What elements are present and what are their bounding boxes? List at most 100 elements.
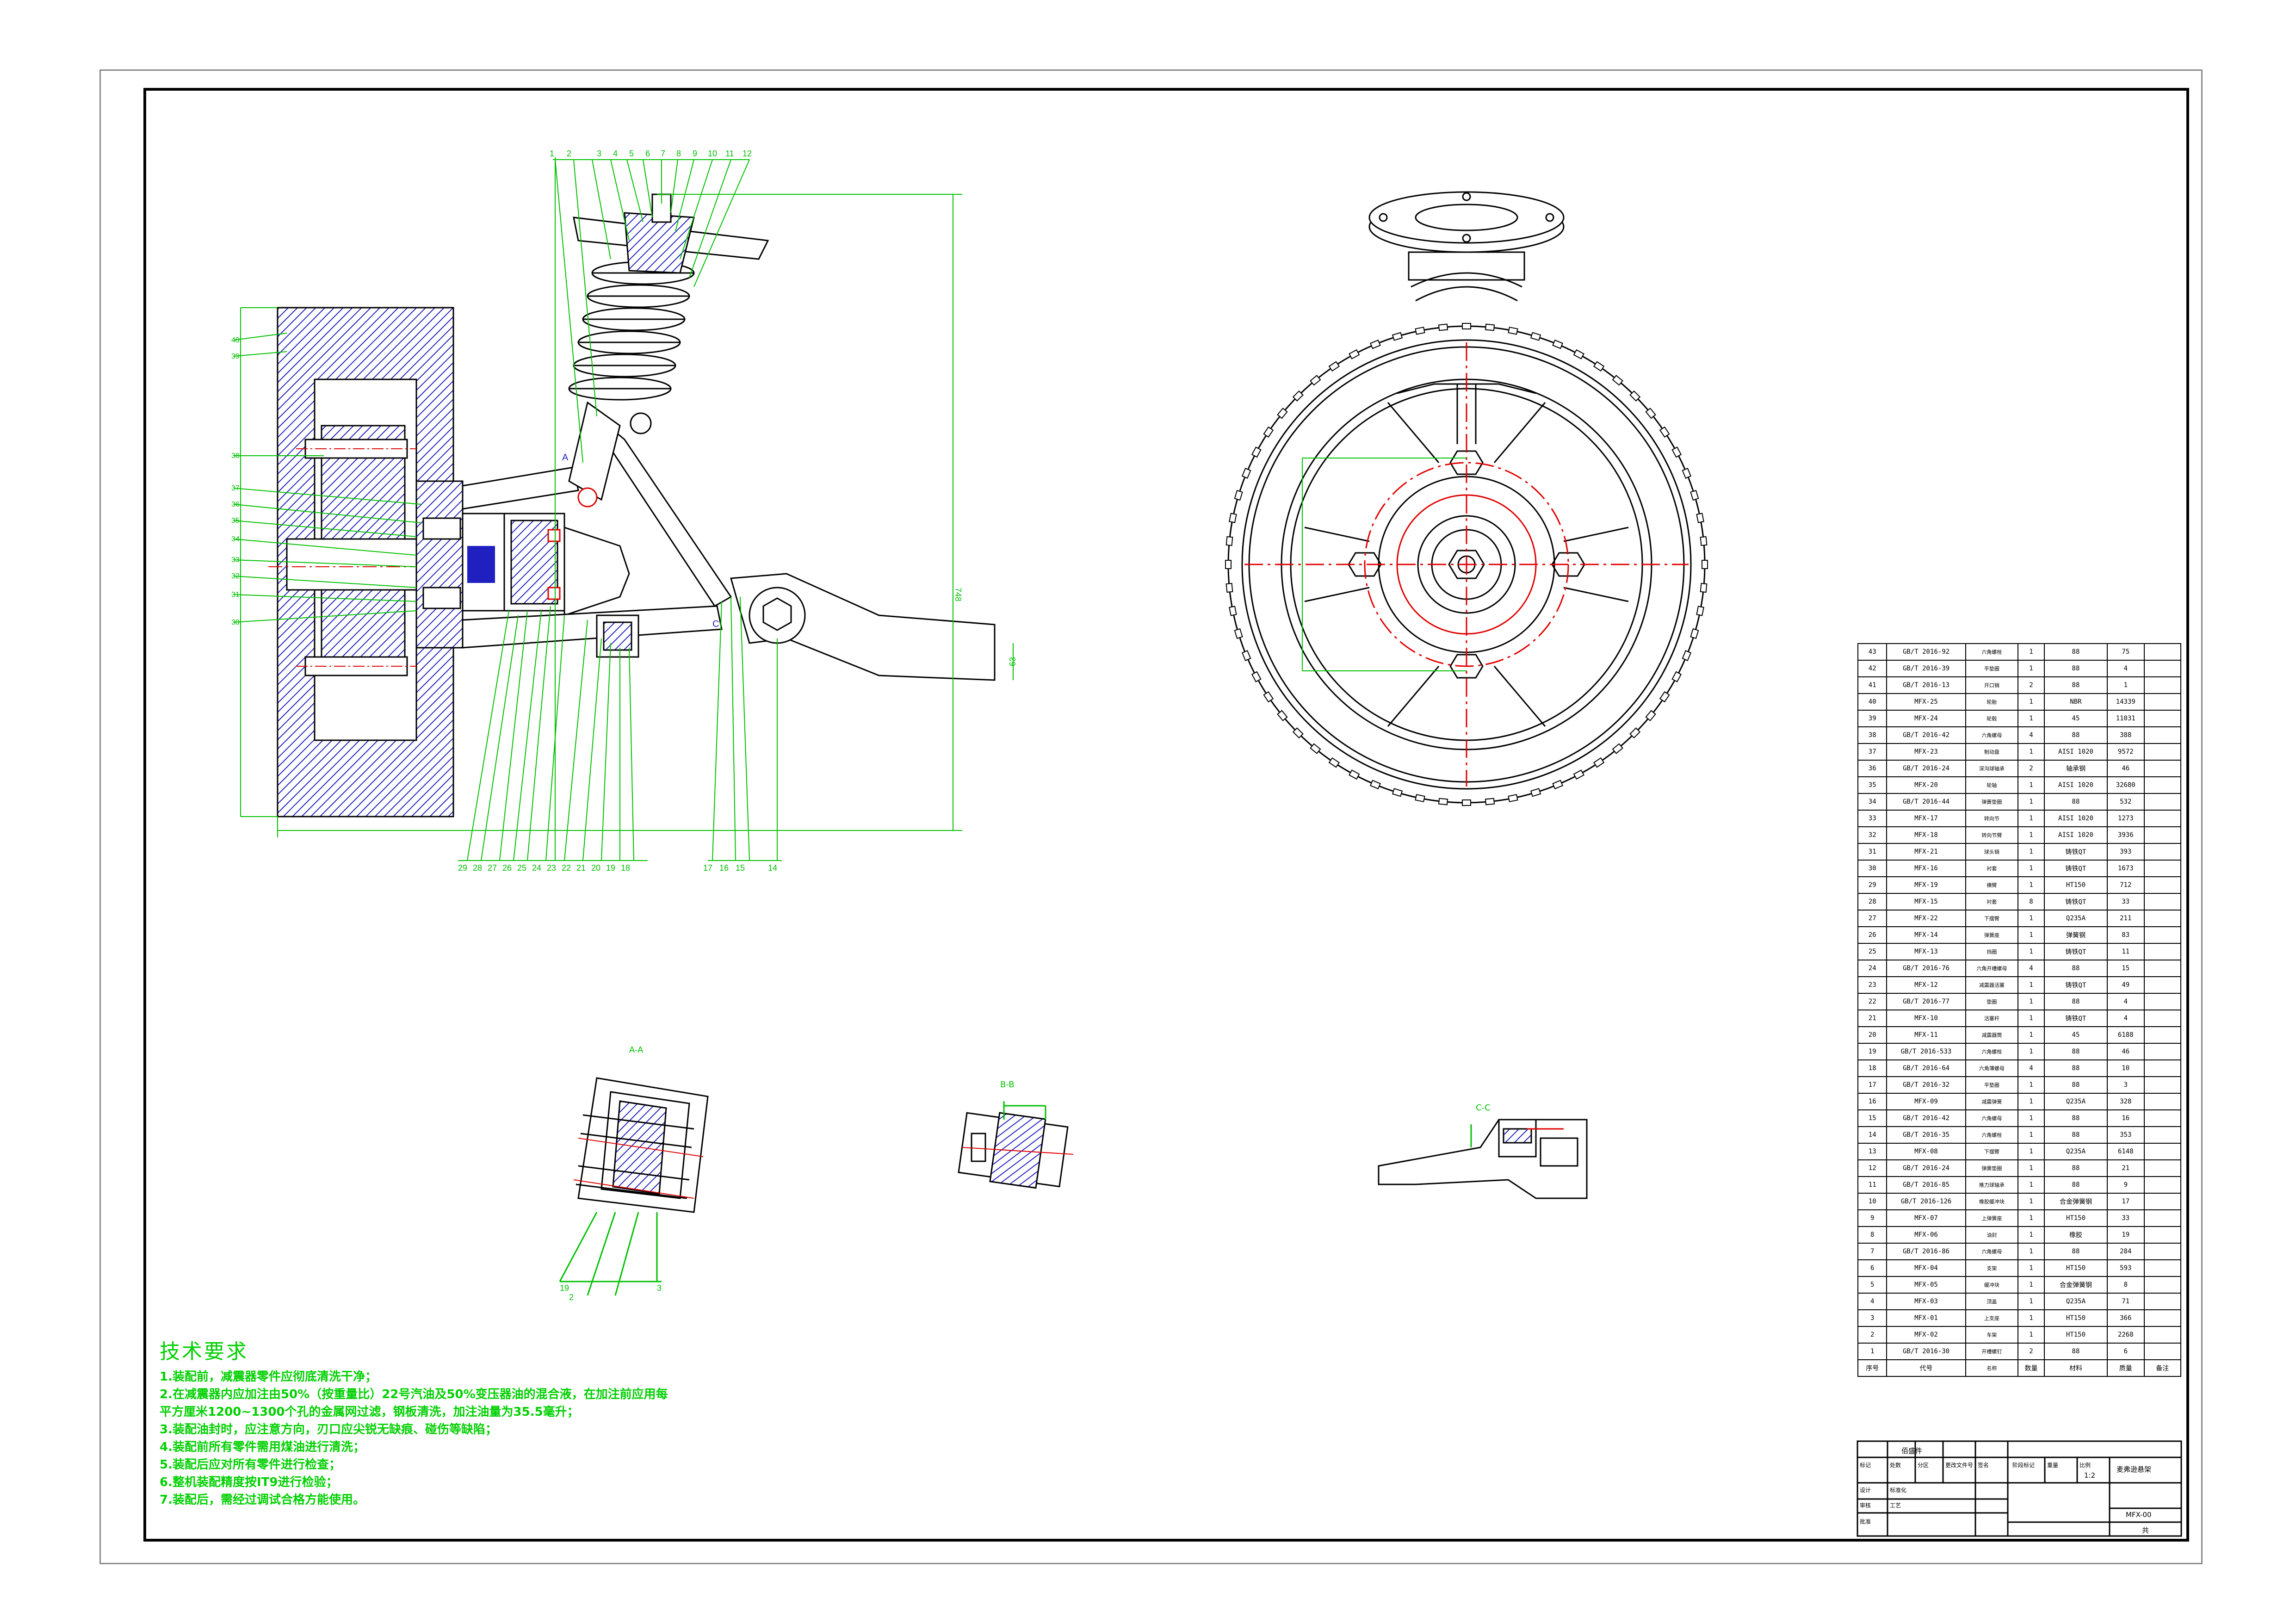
callout-15: 15 — [736, 863, 745, 873]
bom-cell: 11031 — [2107, 710, 2145, 727]
callout-24: 24 — [532, 863, 541, 873]
bom-cell — [2143, 1243, 2181, 1260]
bom-cell — [2143, 760, 2181, 777]
bom-cell: 衬套 — [1965, 860, 2019, 877]
title-scale: 1:2 — [2084, 1471, 2096, 1480]
bom-cell: 19 — [1857, 1043, 1888, 1060]
tread-block — [1485, 323, 1495, 331]
bom-cell: 4 — [2018, 960, 2045, 977]
bom-cell — [2143, 1293, 2181, 1310]
tread-block — [1263, 426, 1274, 438]
bom-cell: 上支座 — [1965, 1309, 2019, 1327]
bom-cell: 1 — [1857, 1343, 1888, 1360]
bom-cell: 11 — [2107, 943, 2145, 960]
section-a-view: A-A — [559, 1045, 709, 1296]
bom-cell: 71 — [2107, 1293, 2145, 1310]
section-c-label: C-C — [1476, 1103, 1491, 1113]
bom-cell: NBR — [2043, 693, 2108, 711]
bom-cell: 42 — [1857, 660, 1888, 677]
bom-cell: 88 — [2043, 960, 2108, 977]
title-label-sign: 签名 — [1978, 1462, 1989, 1468]
section-a-dim-3: 3 — [657, 1283, 662, 1293]
bom-cell: 3 — [2107, 1076, 2145, 1094]
bom-cell: 数量 — [2018, 1359, 2045, 1377]
bom-cell: GB/T 2016-30 — [1886, 1343, 1966, 1360]
bom-cell: 284 — [2107, 1243, 2145, 1260]
bom-cell: 转向节臂 — [1965, 826, 2019, 844]
callout-37: 37 — [231, 484, 240, 492]
bom-cell: 轮胎 — [1965, 693, 2019, 711]
bom-cell: 9 — [1857, 1209, 1888, 1227]
bom-cell — [2143, 726, 2181, 744]
bom-cell — [2143, 1159, 2181, 1177]
tread-block — [1573, 769, 1584, 780]
tech-line-8: 7.装配后，需经过调试合格方能使用。 — [160, 1493, 365, 1507]
bom-cell: 16 — [2107, 1109, 2145, 1127]
bom-cell: 名称 — [1965, 1359, 2019, 1377]
tread-block — [1696, 606, 1704, 616]
title-drawing-no: MFX-00 — [2126, 1511, 2152, 1519]
callout-32: 32 — [231, 572, 240, 580]
tread-block — [1277, 408, 1288, 419]
tread-block — [1690, 628, 1699, 639]
bom-cell: 减震器活塞 — [1965, 976, 2019, 994]
bom-cell: 支架 — [1965, 1259, 2019, 1277]
callout-14: 14 — [768, 863, 777, 873]
bom-cell: 3 — [1857, 1309, 1888, 1327]
bom-cell: Q235A — [2043, 1143, 2108, 1160]
tread-block — [1234, 628, 1243, 639]
bom-cell: 1 — [2018, 993, 2045, 1010]
bom-cell: 备注 — [2143, 1359, 2181, 1377]
tread-block — [1629, 727, 1641, 739]
bom-cell: 2 — [2018, 676, 2045, 694]
bom-cell: 弹簧垫圈 — [1965, 793, 2019, 811]
bom-cell: 532 — [2107, 793, 2145, 811]
bom-cell: 88 — [2043, 993, 2108, 1010]
bom-cell: 挡圈 — [1965, 943, 2019, 960]
title-company: 佰盛件 — [1901, 1447, 1923, 1455]
bom-cell — [2143, 1193, 2181, 1210]
bom-cell: 10 — [1857, 1193, 1888, 1210]
bom-cell: GB/T 2016-24 — [1886, 1159, 1966, 1177]
bom-cell: 88 — [2043, 660, 2108, 677]
tire-tread — [1225, 323, 1708, 806]
bom-cell: 88 — [2043, 1243, 2108, 1260]
bom-cell: 橡胶缓冲块 — [1965, 1193, 2019, 1210]
bom-cell: GB/T 2016-13 — [1886, 676, 1966, 694]
bom-cell: GB/T 2016-77 — [1886, 993, 1966, 1010]
bom-cell: 45 — [2043, 1026, 2108, 1044]
tread-block — [1277, 710, 1288, 721]
callout-1: 1 — [550, 149, 554, 158]
bom-cell: 33 — [2107, 893, 2145, 911]
bom-cell: GB/T 2016-76 — [1886, 960, 1966, 977]
bom-cell: 88 — [2043, 1343, 2108, 1360]
bom-cell: GB/T 2016-126 — [1886, 1193, 1966, 1210]
bom-cell: 橡胶 — [2043, 1226, 2108, 1244]
main-assembly-view — [268, 193, 996, 818]
bom-cell: 34 — [1857, 793, 1888, 811]
bom-cell: 21 — [2107, 1159, 2145, 1177]
bom-cell: 1 — [2018, 843, 2045, 861]
bom-cell: 32 — [1857, 826, 1888, 844]
bom-cell — [2143, 893, 2181, 911]
bom-cell: MFX-12 — [1886, 976, 1966, 994]
tech-line-1: 1.装配前，减震器零件应彻底清洗干净； — [160, 1370, 377, 1384]
bom-cell: 开口销 — [1965, 676, 2019, 694]
bom-cell: 铸铁QT — [2043, 1010, 2108, 1027]
bom-cell: MFX-03 — [1886, 1293, 1966, 1310]
callout-30: 30 — [231, 619, 240, 626]
title-drawing-name: 麦弗逊悬架 — [2117, 1465, 2152, 1474]
tread-block — [1438, 798, 1448, 805]
bom-cell: 40 — [1857, 693, 1888, 711]
bom-cell — [2143, 1043, 2181, 1060]
callout-21: 21 — [576, 863, 586, 873]
bom-cell: MFX-16 — [1886, 860, 1966, 877]
bom-cell: 88 — [2043, 1159, 2108, 1177]
bom-cell: 388 — [2107, 726, 2145, 744]
bom-cell: 21 — [1857, 1010, 1888, 1027]
